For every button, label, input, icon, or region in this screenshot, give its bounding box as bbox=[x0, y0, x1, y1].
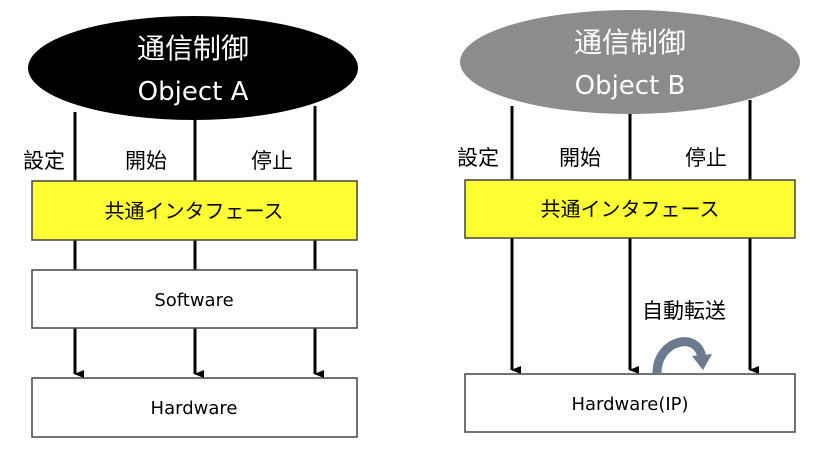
hardware-label: Hardware bbox=[151, 398, 238, 419]
object-b-diagram: 通信制御 Object B 設定 開始 停止 共通インタフェース 自動転送 Ha… bbox=[457, 10, 800, 433]
auto-transfer-label: 自動転送 bbox=[642, 299, 726, 323]
label-settei: 設定 bbox=[23, 149, 65, 173]
hardware-box bbox=[31, 377, 358, 438]
object-a-ellipse bbox=[28, 16, 358, 120]
object-b-title: 通信制御 bbox=[574, 26, 686, 59]
common-interface-label: 共通インタフェース bbox=[541, 197, 720, 221]
software-label: Software bbox=[154, 290, 233, 311]
loop-arrowhead bbox=[692, 354, 712, 370]
loop-arrow-icon bbox=[652, 337, 707, 374]
label-settei: 設定 bbox=[457, 146, 499, 170]
label-kaishi: 開始 bbox=[559, 146, 601, 170]
object-a-diagram: 通信制御 Object A 設定 開始 停止 共通インタフェース Softwar… bbox=[23, 16, 358, 438]
common-interface-box bbox=[31, 180, 358, 241]
hardware-ip-label: Hardware(IP) bbox=[571, 394, 688, 415]
label-teishi: 停止 bbox=[251, 149, 293, 173]
label-kaishi: 開始 bbox=[125, 149, 167, 173]
label-teishi: 停止 bbox=[685, 146, 727, 170]
object-a-name: Object A bbox=[138, 77, 249, 107]
object-a-title: 通信制御 bbox=[137, 32, 249, 65]
common-interface-box bbox=[464, 179, 796, 239]
common-interface-label: 共通インタフェース bbox=[105, 199, 284, 223]
software-box bbox=[31, 269, 358, 329]
object-b-name: Object B bbox=[575, 71, 686, 101]
hardware-ip-box bbox=[464, 373, 796, 433]
object-b-ellipse bbox=[460, 10, 800, 114]
